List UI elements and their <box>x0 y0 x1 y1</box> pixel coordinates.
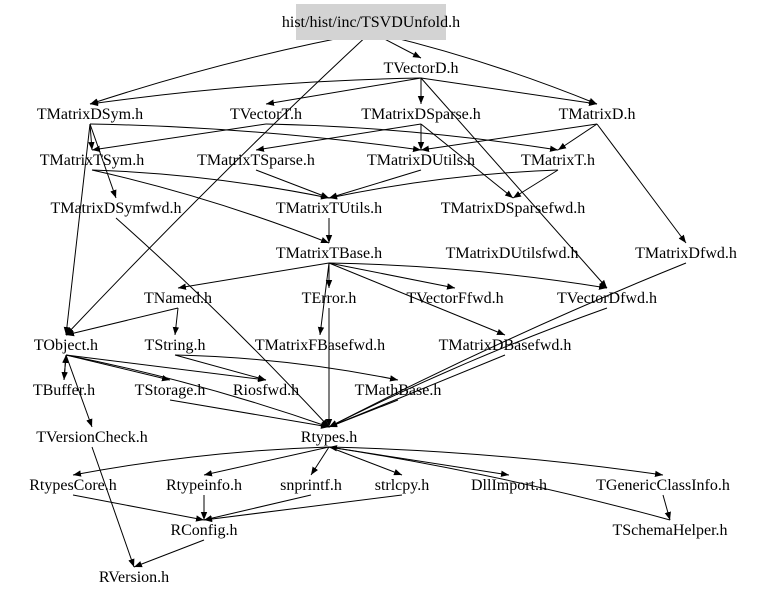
edge-TMatrixTSparse-to-TMatrixTUtils <box>255 169 330 199</box>
edge-TMatrixT-to-TMatrixTUtils <box>328 169 559 200</box>
node-strlcpy[interactable]: strlcpy.h <box>375 477 430 494</box>
node-snprintf[interactable]: snprintf.h <box>280 477 342 494</box>
edge-TNamed-to-TString <box>172 307 180 336</box>
node-TMatrixDBasefwd[interactable]: TMatrixDBasefwd.h <box>439 337 572 354</box>
edge-TMatrixDSparse-to-TMatrixDSparsefwd <box>420 123 514 199</box>
edge-snprintf-to-RConfig <box>203 494 312 522</box>
edge-TString-to-Riosfwd <box>174 354 267 381</box>
node-TMatrixFBasefwd[interactable]: TMatrixFBasefwd.h <box>255 337 385 354</box>
node-Riosfwd[interactable]: Riosfwd.h <box>233 382 299 399</box>
edge-RConfig-to-RVersion <box>133 539 205 568</box>
edge-TMatrixDSymfwd-to-Rtypes <box>115 217 330 428</box>
node-TStorage[interactable]: TStorage.h <box>135 382 206 399</box>
node-TError[interactable]: TError.h <box>302 290 357 307</box>
edge-Rtypes-to-snprintf <box>310 446 330 476</box>
node-TMatrixTUtils[interactable]: TMatrixTUtils.h <box>276 200 382 217</box>
edge-TVectorD-to-TMatrixDSym <box>89 77 422 107</box>
node-Rtypes[interactable]: Rtypes.h <box>301 429 357 446</box>
node-TMathBase[interactable]: TMathBase.h <box>355 382 442 399</box>
node-TSchemaHelper[interactable]: TSchemaHelper.h <box>612 522 727 539</box>
edge-TObject-to-Riosfwd <box>65 354 267 383</box>
nodes-layer: hist/hist/inc/TSVDUnfold.hTVectorD.hTMat… <box>29 14 737 586</box>
edge-TStorage-to-Rtypes <box>169 399 330 429</box>
node-DllImport[interactable]: DllImport.h <box>471 477 547 494</box>
node-RConfig[interactable]: RConfig.h <box>170 522 237 539</box>
edge-strlcpy-to-RConfig <box>203 494 403 523</box>
node-TString[interactable]: TString.h <box>145 337 206 354</box>
edge-Rtypes-to-strlcpy <box>328 446 403 476</box>
node-TGenericClassInfo[interactable]: TGenericClassInfo.h <box>596 477 730 494</box>
edge-TMatrixDfwd-to-Rtypes <box>328 262 687 428</box>
node-RtypesCore[interactable]: RtypesCore.h <box>29 477 117 494</box>
edge-TVectorD-to-TVectorDfwd <box>420 77 608 289</box>
edge-TMatrixTSym-to-TMatrixTBase <box>91 169 330 244</box>
node-Rtypeinfo[interactable]: Rtypeinfo.h <box>166 477 242 494</box>
node-TObject[interactable]: TObject.h <box>34 337 98 354</box>
node-TMatrixTBase[interactable]: TMatrixTBase.h <box>276 245 382 262</box>
node-TMatrixDSparse[interactable]: TMatrixDSparse.h <box>361 106 481 123</box>
edge-TMatrixDSym-to-TMatrixDSymfwd <box>89 123 117 199</box>
edge-TMatrixD-to-TMatrixT <box>557 123 598 151</box>
node-TVectorDfwd[interactable]: TVectorDfwd.h <box>557 290 657 307</box>
edge-TVectorDfwd-to-Rtypes <box>328 307 608 428</box>
node-TBuffer[interactable]: TBuffer.h <box>33 382 95 399</box>
edge-Rtypes-to-TGenericClassInfo <box>328 446 664 478</box>
edge-TVectorT-to-TMatrixT <box>265 123 559 152</box>
edges-layer <box>61 31 687 568</box>
edge-TNamed-to-TObject <box>65 307 179 337</box>
node-TMatrixTSym[interactable]: TMatrixTSym.h <box>40 152 144 169</box>
edge-RtypesCore-to-RConfig <box>72 494 205 522</box>
edge-TMatrixTBase-to-TVectorFfwd <box>328 262 456 290</box>
node-TMatrixDUtilsfwd[interactable]: TMatrixDUtilsfwd.h <box>446 245 579 262</box>
edge-root-to-TObject <box>65 31 372 336</box>
node-TVectorFfwd[interactable]: TVectorFfwd.h <box>406 290 503 307</box>
root-node-label[interactable]: hist/hist/inc/TSVDUnfold.h <box>282 14 460 31</box>
edge-TMatrixDSym-to-TMatrixDUtils <box>89 123 422 153</box>
edge-TMatrixD-to-TMatrixDUtils <box>420 123 598 152</box>
node-TMatrixD[interactable]: TMatrixD.h <box>559 106 636 123</box>
node-TMatrixDfwd[interactable]: TMatrixDfwd.h <box>635 245 737 262</box>
edge-TMatrixTBase-to-TMatrixDBasefwd <box>328 262 506 336</box>
node-TMatrixDSym[interactable]: TMatrixDSym.h <box>37 106 143 123</box>
node-TMatrixTSparse[interactable]: TMatrixTSparse.h <box>197 152 315 169</box>
edge-TString-to-TMathBase <box>174 354 399 382</box>
edge-TMatrixDUtils-to-TMatrixTUtils <box>328 169 422 199</box>
edge-TMatrixTBase-to-TNamed <box>177 262 330 290</box>
node-TMatrixDUtils[interactable]: TMatrixDUtils.h <box>367 152 475 169</box>
edge-Rtypes-to-RtypesCore <box>72 446 330 477</box>
edge-TObject-to-Rtypes <box>65 354 330 428</box>
node-TVersionCheck[interactable]: TVersionCheck.h <box>36 429 148 446</box>
node-TVectorT[interactable]: TVectorT.h <box>230 106 302 123</box>
root-node-box <box>296 4 446 40</box>
node-RVersion[interactable]: RVersion.h <box>99 569 169 586</box>
node-TMatrixDSparsefwd[interactable]: TMatrixDSparsefwd.h <box>441 200 585 217</box>
edge-TVectorD-to-TVectorT <box>265 77 422 106</box>
node-TMatrixT[interactable]: TMatrixT.h <box>521 152 595 169</box>
edge-TMatrixTSym-to-TMatrixTUtils <box>91 169 330 200</box>
edge-TMatrixDSym-to-TObject <box>63 123 91 336</box>
node-TVectorD[interactable]: TVectorD.h <box>383 60 458 77</box>
edge-TVectorD-to-TMatrixD <box>420 77 598 106</box>
edge-TVectorT-to-TMatrixTSym <box>91 123 267 152</box>
edge-TGenericClassInfo-to-TSchemaHelper <box>662 494 671 521</box>
node-TNamed[interactable]: TNamed.h <box>144 290 212 307</box>
edge-TMatrixTBase-to-TVectorDfwd <box>328 262 608 290</box>
edge-TMatrixD-to-TMatrixDfwd <box>596 123 687 244</box>
edge-TSchemaHelper-to-Rtypes <box>328 445 671 521</box>
edge-TVersionCheck-to-RVersion <box>91 446 135 568</box>
edge-TBuffer-to-TObject <box>62 354 69 381</box>
edge-TObject-to-TStorage <box>65 354 171 382</box>
edge-TMatrixT-to-TMatrixDSparsefwd <box>512 169 559 199</box>
edge-TMatrixTBase-to-TMatrixFBasefwd <box>317 262 330 336</box>
edge-Rtypes-to-Rtypeinfo <box>203 446 330 477</box>
edge-TMatrixDSparse-to-TMatrixTSparse <box>255 123 422 152</box>
edge-TMathBase-to-Rtypes <box>328 399 399 428</box>
node-TMatrixDSymfwd[interactable]: TMatrixDSymfwd.h <box>50 200 181 217</box>
